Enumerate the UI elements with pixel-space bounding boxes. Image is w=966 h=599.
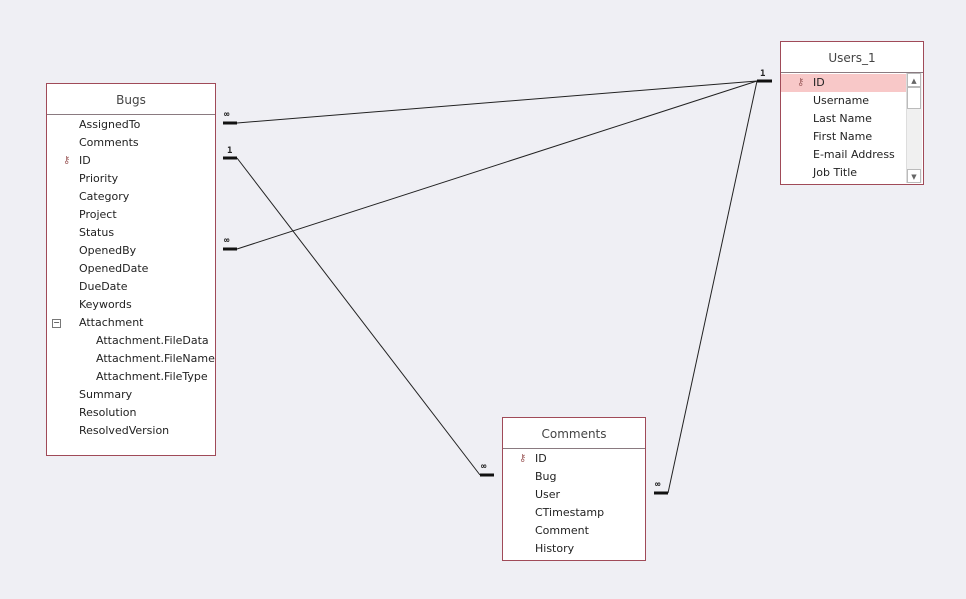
field-row[interactable]: Attachment.FileType bbox=[47, 368, 215, 386]
field-label: Keywords bbox=[79, 298, 132, 311]
field-row[interactable]: E-mail Address bbox=[781, 146, 906, 164]
scroll-up-icon[interactable]: ▲ bbox=[907, 73, 921, 87]
field-label: OpenedDate bbox=[79, 262, 149, 275]
field-row[interactable]: ⚷ ID bbox=[503, 450, 645, 468]
many-marker: ∞ bbox=[481, 462, 487, 472]
field-row[interactable]: Status bbox=[47, 224, 215, 242]
field-row[interactable]: Category bbox=[47, 188, 215, 206]
rel-openedby-users bbox=[236, 80, 758, 250]
field-row[interactable]: Attachment.FileName bbox=[47, 350, 215, 368]
field-row[interactable]: Username bbox=[781, 92, 906, 110]
field-row[interactable]: First Name bbox=[781, 128, 906, 146]
field-row[interactable]: Project bbox=[47, 206, 215, 224]
primary-key-icon: ⚷ bbox=[797, 77, 805, 88]
field-label: CTimestamp bbox=[535, 506, 605, 519]
field-row[interactable]: Priority bbox=[47, 170, 215, 188]
scrollbar[interactable]: ▲▼ bbox=[906, 73, 922, 183]
field-label: Username bbox=[813, 94, 870, 107]
field-label: Project bbox=[79, 208, 117, 221]
many-marker: ∞ bbox=[224, 110, 230, 120]
field-row[interactable]: CTimestamp bbox=[503, 504, 645, 522]
one-marker: 1 bbox=[227, 146, 233, 156]
field-row[interactable]: History bbox=[503, 540, 645, 558]
many-marker: ∞ bbox=[224, 236, 230, 246]
field-label: First Name bbox=[813, 130, 873, 143]
scroll-thumb[interactable] bbox=[907, 87, 921, 109]
field-row[interactable]: ⚷ ID bbox=[781, 74, 906, 92]
field-label: ID bbox=[535, 452, 547, 465]
field-label: Job Title bbox=[813, 166, 858, 179]
field-row[interactable]: ResolvedVersion bbox=[47, 422, 215, 440]
rel-commentuser-users bbox=[667, 80, 758, 494]
field-row[interactable]: AssignedTo bbox=[47, 116, 215, 134]
one-marker: 1 bbox=[760, 69, 766, 79]
field-row[interactable]: DueDate bbox=[47, 278, 215, 296]
primary-key-icon: ⚷ bbox=[519, 453, 527, 464]
field-row[interactable]: Attachment.FileData bbox=[47, 332, 215, 350]
field-label: Attachment.FileName bbox=[96, 352, 215, 365]
collapse-icon[interactable]: − bbox=[52, 318, 61, 328]
field-label: AssignedTo bbox=[79, 118, 141, 131]
field-label: User bbox=[535, 488, 561, 501]
field-row[interactable]: − Attachment bbox=[47, 314, 215, 332]
table-title[interactable]: Comments bbox=[503, 418, 645, 449]
field-row[interactable]: OpenedDate bbox=[47, 260, 215, 278]
field-label: Comment bbox=[535, 524, 589, 537]
field-row[interactable]: Resolution bbox=[47, 404, 215, 422]
field-label: Last Name bbox=[813, 112, 872, 125]
field-label: E-mail Address bbox=[813, 148, 895, 161]
field-row[interactable]: Job Title bbox=[781, 164, 906, 182]
field-label: Attachment.FileType bbox=[96, 370, 208, 383]
rel-bugid-commentbug bbox=[236, 157, 481, 476]
field-label: Resolution bbox=[79, 406, 137, 419]
scroll-down-icon[interactable]: ▼ bbox=[907, 169, 921, 183]
field-row[interactable]: Comments bbox=[47, 134, 215, 152]
field-label: ResolvedVersion bbox=[79, 424, 170, 437]
field-label: Category bbox=[79, 190, 130, 203]
field-label: ID bbox=[813, 76, 825, 89]
field-label: Attachment bbox=[79, 316, 144, 329]
rel-assignedto-users bbox=[236, 80, 758, 124]
table-title[interactable]: Users_1 bbox=[781, 42, 923, 73]
field-label: Priority bbox=[79, 172, 119, 185]
field-label: Bug bbox=[535, 470, 557, 483]
primary-key-icon: ⚷ bbox=[63, 155, 71, 166]
field-row[interactable]: OpenedBy bbox=[47, 242, 215, 260]
field-row[interactable]: Bug bbox=[503, 468, 645, 486]
field-label: Summary bbox=[79, 388, 133, 401]
field-row[interactable]: Keywords bbox=[47, 296, 215, 314]
many-marker: ∞ bbox=[655, 480, 661, 490]
field-row[interactable]: Summary bbox=[47, 386, 215, 404]
field-label: Attachment.FileData bbox=[96, 334, 209, 347]
field-row[interactable]: Comment bbox=[503, 522, 645, 540]
field-row[interactable]: ⚷ ID bbox=[47, 152, 215, 170]
field-label: History bbox=[535, 542, 575, 555]
field-label: Comments bbox=[79, 136, 139, 149]
field-row[interactable]: Last Name bbox=[781, 110, 906, 128]
table-title[interactable]: Bugs bbox=[47, 84, 215, 115]
field-label: ID bbox=[79, 154, 91, 167]
field-label: OpenedBy bbox=[79, 244, 137, 257]
field-label: DueDate bbox=[79, 280, 128, 293]
field-label: Status bbox=[79, 226, 115, 239]
field-row[interactable]: User bbox=[503, 486, 645, 504]
